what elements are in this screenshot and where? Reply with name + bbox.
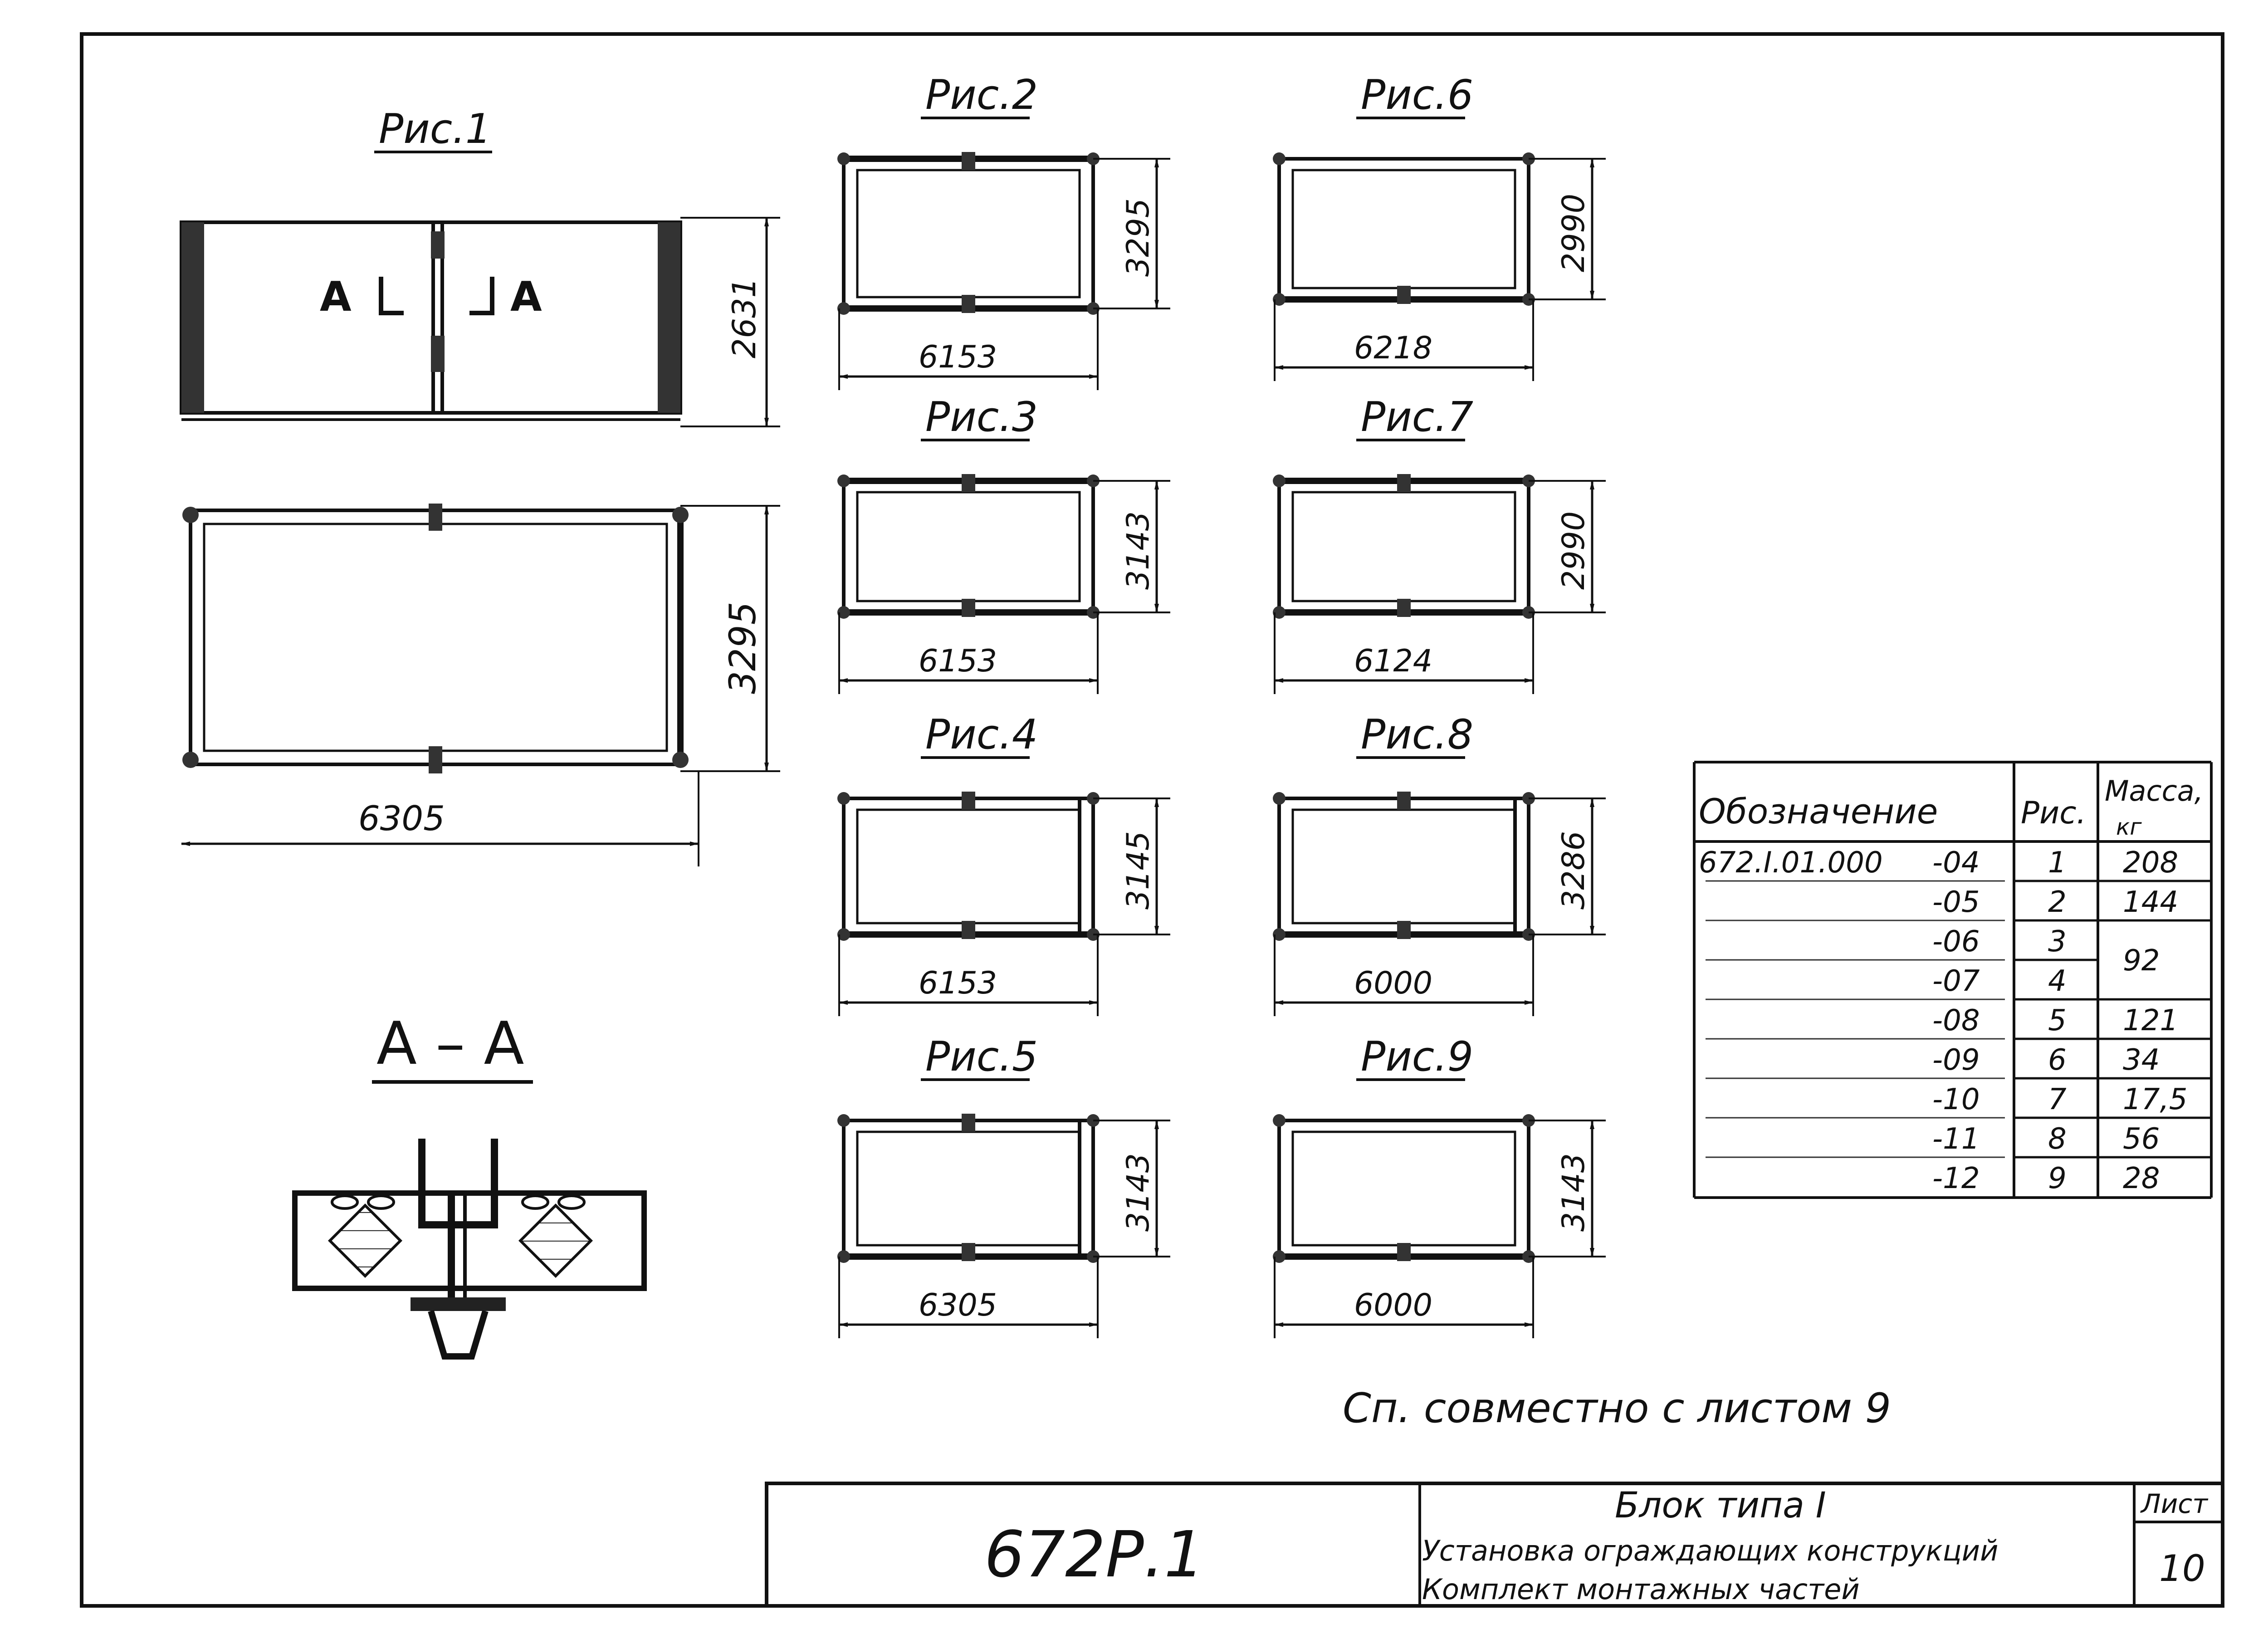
table-header-figure: Рис. [2021, 795, 2086, 831]
figure-9-dim-height: 3143 [1556, 1153, 1592, 1232]
figure-1-plan-view: А А 2631 [180, 217, 780, 427]
row-suffix: -06 [1932, 925, 1980, 959]
table-row: -05 2 144 [1706, 880, 2211, 919]
sheet-number: 10 [2159, 1547, 2205, 1590]
table-row: -08 5 121 [1706, 998, 2211, 1037]
figure-8-dim-height: 3286 [1556, 831, 1592, 910]
section-mark-right: А [510, 273, 542, 321]
figure-5-dim-width: 6305 [919, 1287, 997, 1323]
figure-9-caption: Рис.9 [1361, 1033, 1473, 1081]
small-figures: Рис.232956153Рис.331436153Рис.431456153Р… [837, 71, 1606, 1338]
title-line-3: Комплект монтажных частей [1422, 1573, 1860, 1606]
figure-8: Рис.8 3286 6000 [1273, 711, 1606, 1016]
figure-3-dim-width: 6153 [919, 643, 997, 679]
figure-6-caption: Рис.6 [1361, 71, 1473, 119]
section-a-a: А – А [292, 1009, 647, 1360]
figure-1-dim-height-2: 3295 [722, 602, 764, 694]
spec-table: Обозначение Рис. Масса, кг 672.I.01.000-… [1693, 761, 2213, 1199]
row-suffix: -04 [1932, 846, 1980, 880]
figure-1-dim-height: 2631 [726, 278, 763, 358]
row-mass: 121 [2123, 1004, 2178, 1037]
figure-2-caption: Рис.2 [925, 71, 1038, 119]
figure-3-caption: Рис.3 [925, 393, 1038, 441]
figure-2-dim-width: 6153 [919, 339, 997, 375]
table-row: -07 4 [1706, 959, 2098, 998]
title-block: 672Р.1 Блок типа I Установка ограждающих… [765, 1482, 2224, 1608]
table-header-mass-unit: кг [2116, 814, 2142, 840]
figure-3-dim-height: 3143 [1120, 511, 1156, 590]
section-title: А – А [376, 1009, 524, 1078]
figure-7-dim-height: 2990 [1556, 511, 1592, 590]
figure-2: Рис.2 3295 6153 [837, 71, 1170, 390]
designation-prefix: 672.I.01.000 [1699, 846, 1883, 880]
figure-5: Рис.5 3143 6305 [837, 1033, 1170, 1338]
table-header-mass: Масса, [2105, 774, 2203, 807]
spec-table-rows: 672.I.01.000 -04 1 208 -05 2 144 -06 3 92 -07 4 -08 5… [1699, 846, 2211, 1195]
row-figure: 6 [2048, 1043, 2067, 1077]
sheet-label: Лист [2140, 1488, 2209, 1519]
row-figure: 5 [2048, 1004, 2067, 1037]
row-suffix: -09 [1932, 1043, 1980, 1077]
table-row: -10 7 17,5 [1706, 1077, 2211, 1116]
row-figure: 9 [2048, 1162, 2067, 1195]
figure-4-dim-height: 3145 [1120, 831, 1156, 910]
figure-2-dim-height: 3295 [1120, 198, 1156, 277]
figure-4-dim-width: 6153 [919, 965, 997, 1001]
title-line-2: Установка ограждающих конструкций [1422, 1534, 1998, 1567]
row-figure: 7 [2048, 1083, 2067, 1116]
figure-9-dim-width: 6000 [1354, 1287, 1432, 1323]
row-figure: 2 [2048, 885, 2067, 919]
table-row: 672.I.01.000 -04 1 208 [1699, 846, 2178, 880]
figure-6-dim-height: 2990 [1556, 194, 1592, 272]
figure-3: Рис.3 3143 6153 [837, 393, 1170, 694]
figure-8-dim-width: 6000 [1354, 965, 1432, 1001]
row-mass: 56 [2123, 1122, 2160, 1156]
figure-1: Рис.1 А А 2631 [180, 105, 780, 866]
title-line-1: Блок типа I [1615, 1485, 1826, 1526]
figure-5-caption: Рис.5 [925, 1033, 1038, 1081]
row-figure: 1 [2048, 846, 2067, 880]
row-suffix: -05 [1932, 885, 1980, 919]
row-figure: 8 [2048, 1122, 2067, 1156]
row-suffix: -11 [1932, 1122, 1980, 1156]
row-mass: 17,5 [2123, 1083, 2188, 1116]
figure-7-caption: Рис.7 [1361, 393, 1473, 441]
table-row: -12 9 28 [1706, 1156, 2211, 1195]
figure-1-elevation-view: 3295 6305 [181, 504, 780, 866]
drawing-code: 672Р.1 [984, 1518, 1204, 1592]
row-figure: 4 [2048, 964, 2067, 998]
sheet-note: Сп. совместно с листом 9 [1343, 1384, 1891, 1432]
figure-5-dim-height: 3143 [1120, 1153, 1156, 1232]
row-mass: 208 [2123, 846, 2178, 880]
figure-7: Рис.7 2990 6124 [1273, 393, 1606, 694]
row-suffix: -10 [1932, 1083, 1980, 1116]
figure-4-caption: Рис.4 [925, 711, 1038, 758]
table-row: -11 8 56 [1706, 1116, 2211, 1156]
figure-8-caption: Рис.8 [1361, 711, 1473, 758]
row-suffix: -08 [1932, 1004, 1980, 1037]
row-suffix: -07 [1932, 964, 1980, 998]
row-mass: 28 [2123, 1162, 2160, 1195]
figure-7-dim-width: 6124 [1354, 643, 1432, 679]
row-mass: 144 [2123, 885, 2178, 919]
figure-6: Рис.6 2990 6218 [1273, 71, 1606, 381]
table-header-designation: Обозначение [1699, 791, 1938, 832]
table-row: -06 3 92 [1706, 919, 2211, 978]
table-row: -09 6 34 [1706, 1037, 2211, 1077]
figure-6-dim-width: 6218 [1354, 330, 1432, 366]
figure-9: Рис.9 3143 6000 [1273, 1033, 1606, 1338]
row-figure: 3 [2048, 925, 2067, 959]
row-mass: 92 [2123, 944, 2160, 978]
figure-1-dim-width: 6305 [358, 798, 445, 838]
figure-1-caption: Рис.1 [379, 105, 491, 153]
section-mark-left: А [320, 273, 352, 321]
row-mass: 34 [2123, 1043, 2160, 1077]
figure-4: Рис.4 3145 6153 [837, 711, 1170, 1016]
row-suffix: -12 [1932, 1162, 1980, 1195]
